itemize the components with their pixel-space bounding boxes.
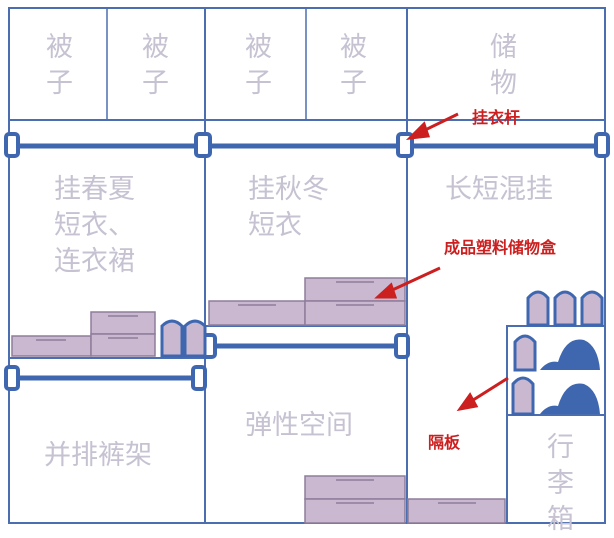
storage-boxes <box>11 277 506 524</box>
annotation-shelf: 隔板 <box>428 433 461 452</box>
top-label-quilt-2: 被 子 <box>142 32 169 99</box>
label-luggage: 行 李 箱 <box>547 432 574 535</box>
handbag-icons <box>160 290 604 416</box>
box-handles <box>36 281 476 504</box>
shoe-icons <box>540 339 600 414</box>
hanging-rod-middle <box>201 333 410 359</box>
top-label-quilt-4: 被 子 <box>340 32 367 99</box>
top-label-storage: 储 物 <box>490 32 517 99</box>
label-autumn-clothes: 挂秋冬 短衣 <box>248 174 329 241</box>
label-elastic-space: 弹性空间 <box>245 410 353 441</box>
wardrobe-diagram: 被 子 被 子 被 子 被 子 储 物 挂春夏 短衣、 连衣裙 挂秋冬 短衣 长… <box>4 7 610 535</box>
top-label-quilt-3: 被 子 <box>245 32 272 99</box>
hanging-rod-lower <box>4 365 207 391</box>
hanging-rod-top <box>4 132 610 158</box>
label-summer-clothes: 挂春夏 短衣、 连衣裙 <box>54 174 135 277</box>
label-pants-rack: 并排裤架 <box>44 440 152 471</box>
annotation-arrows <box>374 112 509 412</box>
top-label-quilt-1: 被 子 <box>46 32 73 99</box>
annotation-storage-boxes: 成品塑料储物盒 <box>444 238 557 257</box>
annotation-hanging-rod: 挂衣杆 <box>472 108 521 127</box>
label-mixed-hanging: 长短混挂 <box>445 174 553 205</box>
